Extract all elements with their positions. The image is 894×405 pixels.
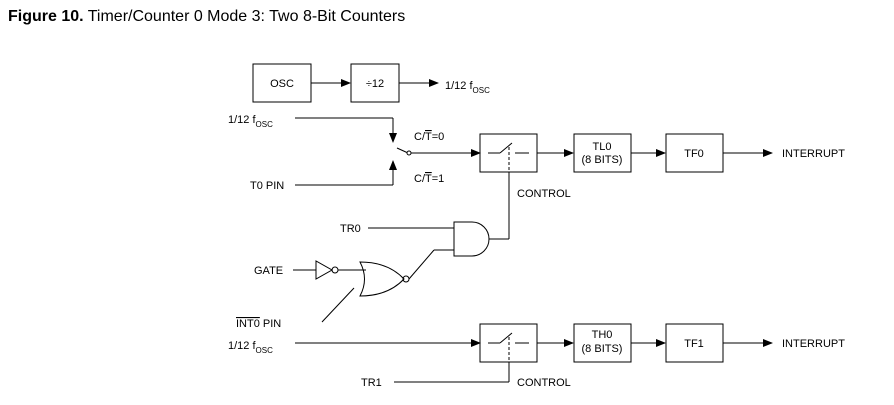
tl0-bits-label: (8 BITS): [582, 154, 623, 166]
figure-caption: Timer/Counter 0 Mode 3: Two 8-Bit Counte…: [87, 8, 406, 25]
tr1-label: TR1: [361, 377, 382, 389]
interrupt-label-lower: INTERRUPT: [782, 338, 845, 350]
control-switch-lower-blade: [499, 332, 513, 344]
tr0-label: TR0: [340, 223, 361, 235]
fosc-label-bottom: 1/12 fOSC: [228, 340, 273, 355]
int0-pin-label: INT0 PIN: [236, 318, 281, 330]
or-output-bubble: [402, 275, 410, 283]
control-switch-upper-blade: [499, 142, 513, 154]
interrupt-label-upper: INTERRUPT: [782, 148, 845, 160]
t0-pin-label: T0 PIN: [250, 180, 284, 192]
control-label-lower: CONTROL: [517, 377, 571, 389]
ct0-label: C/T=0: [414, 131, 444, 143]
or-gate: [359, 261, 405, 297]
gate-label: GATE: [254, 265, 283, 277]
osc-label: OSC: [270, 78, 294, 90]
tl0-label: TL0: [593, 141, 612, 153]
th0-bits-label: (8 BITS): [582, 343, 623, 355]
int0-to-or-wire: [321, 287, 355, 323]
th0-label: TH0: [592, 329, 613, 341]
and-gate: [453, 221, 490, 257]
fosc-label-top: 1/12 fOSC: [445, 80, 490, 95]
mode-switch-lever: [396, 147, 409, 154]
ct1-label: C/T=1: [414, 173, 444, 185]
figure-number: Figure 10.: [8, 8, 84, 25]
tf1-label: TF1: [684, 338, 704, 350]
fosc-label-mid: 1/12 fOSC: [228, 114, 273, 129]
control-label-upper: CONTROL: [517, 188, 571, 200]
or-output-wire-a: [408, 249, 435, 280]
mode-switch-pivot: [406, 150, 412, 156]
tl0-block: [573, 133, 632, 173]
inverter: [315, 260, 334, 280]
divider-label: ÷12: [366, 78, 384, 90]
figure-title: Figure 10. Timer/Counter 0 Mode 3: Two 8…: [8, 8, 405, 26]
tf0-label: TF0: [684, 148, 704, 160]
